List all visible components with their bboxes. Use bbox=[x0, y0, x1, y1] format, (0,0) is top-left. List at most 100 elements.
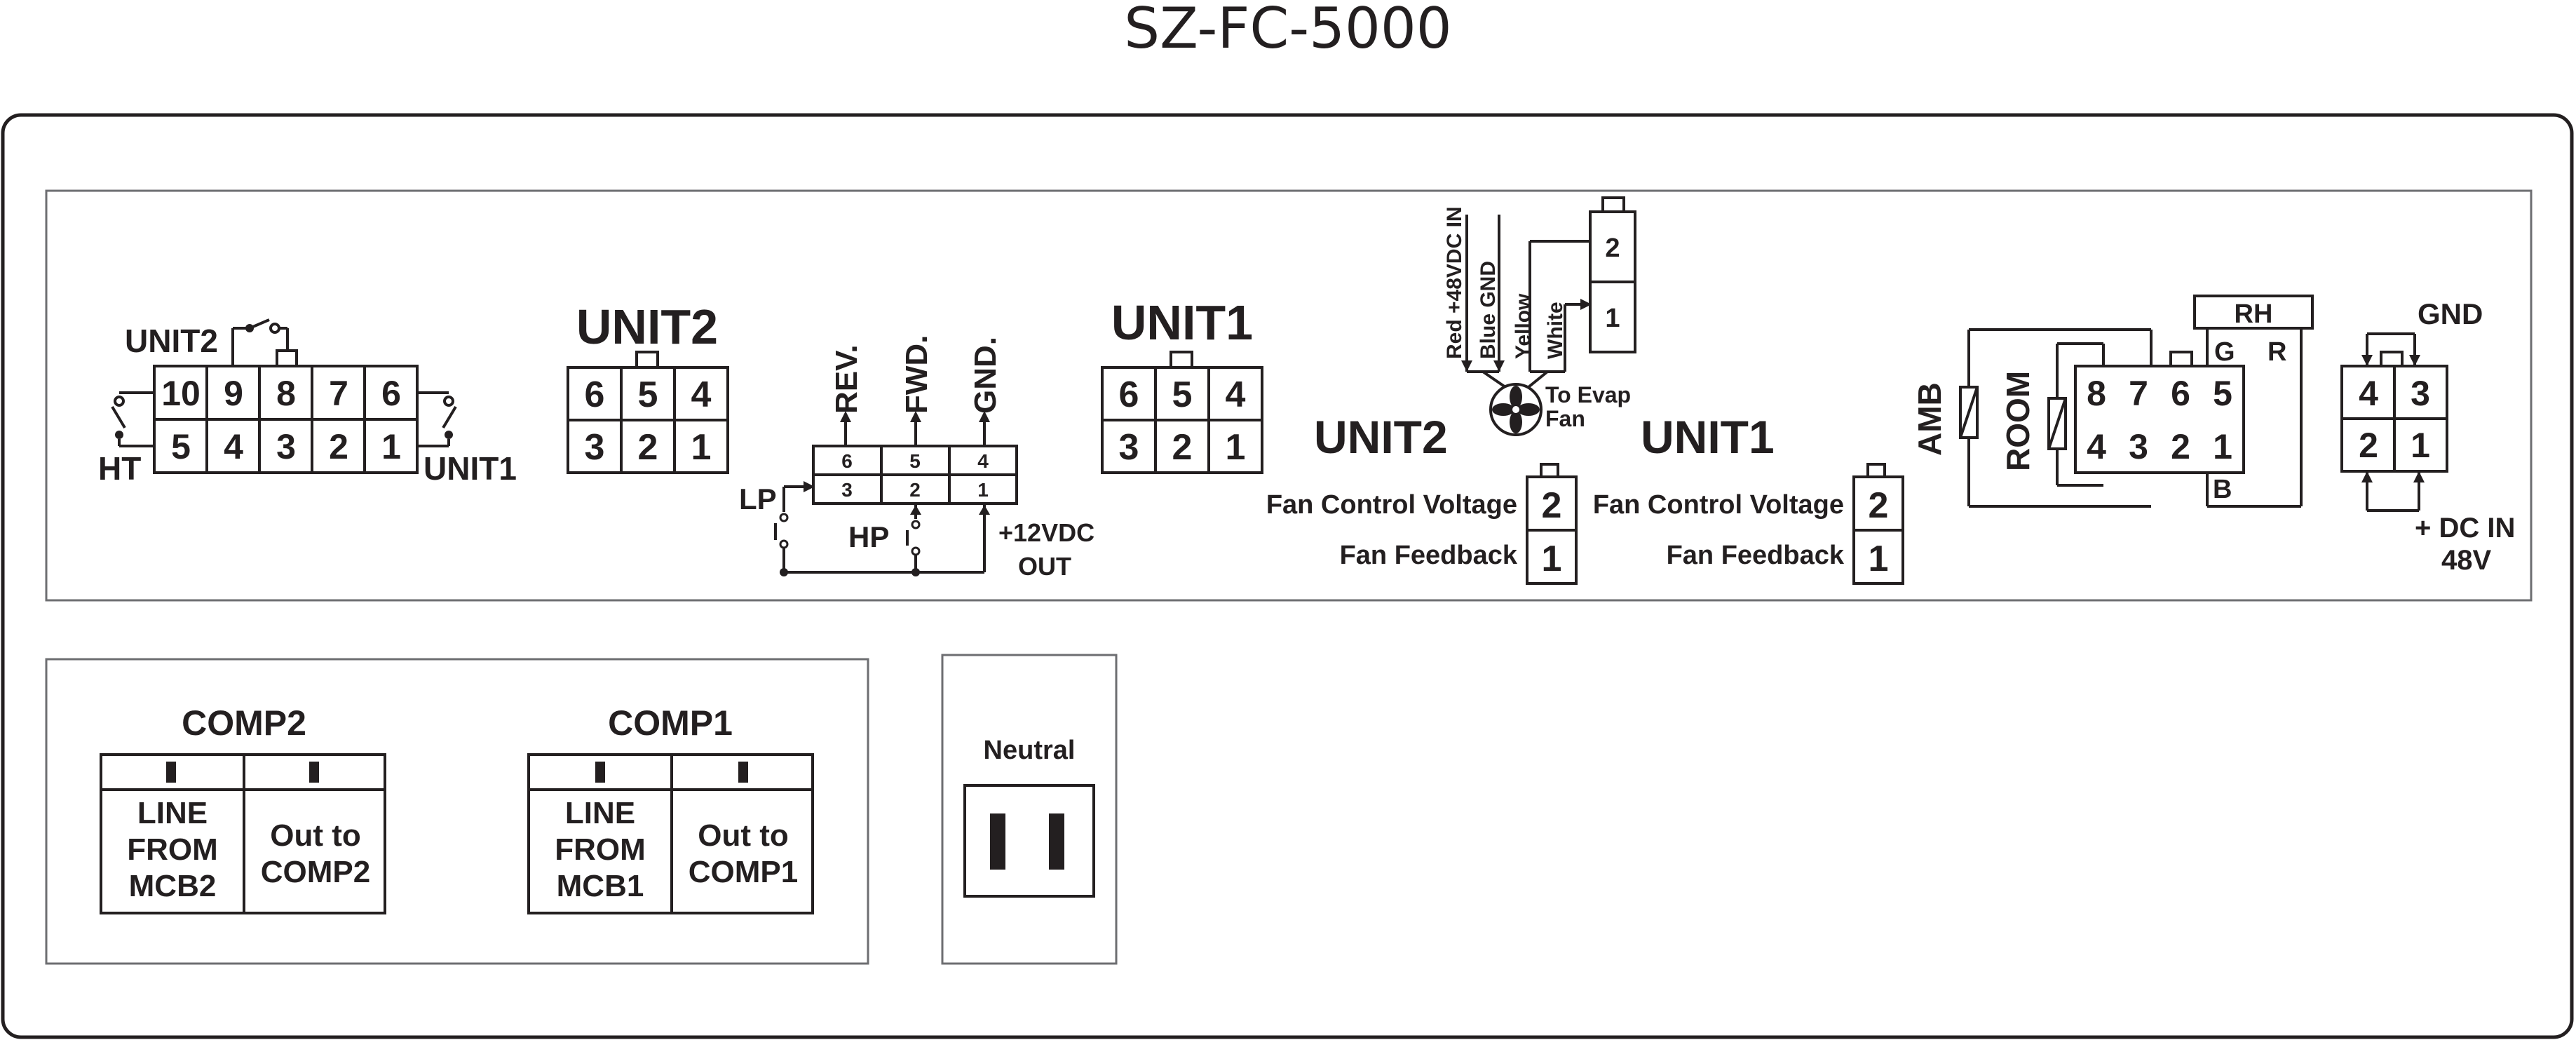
neutral-terminal bbox=[963, 784, 1095, 898]
evap-fan-connector: Red +48VDC IN Blue GND Yellow White To E… bbox=[1443, 196, 1636, 436]
unit1-fan-pin: 2 bbox=[1869, 485, 1889, 526]
unit1-6pin-pin: 1 bbox=[1226, 427, 1246, 468]
dc-in-label: + DC IN bbox=[2415, 513, 2515, 543]
comp1-terminal: COMP1 LINE FROM MCB1 Out to COMP1 bbox=[527, 703, 814, 914]
unit2-6pin-pin: 5 bbox=[638, 374, 658, 415]
c10-pin: 1 bbox=[381, 427, 401, 466]
unit1-6pin-pin: 5 bbox=[1172, 374, 1193, 415]
fwd-label: FWD. bbox=[900, 335, 934, 414]
comp2-terminal: COMP2 LINE FROM MCB2 Out to COMP2 bbox=[100, 703, 386, 914]
unit2-6pin-pin: 6 bbox=[585, 374, 605, 415]
sensor-pin: 3 bbox=[2129, 427, 2148, 466]
unit1-6pin-connector: UNIT1 6 5 4 3 2 1 bbox=[1101, 295, 1263, 474]
b-label: B bbox=[2213, 475, 2232, 504]
unit2-fan-connector: UNIT2 2 1 Fan Control Voltage Fan Feedba… bbox=[1266, 411, 1578, 585]
sensor-pin: 7 bbox=[2129, 374, 2148, 413]
sensor-pin: 8 bbox=[2087, 374, 2106, 413]
wire-yellow-label: Yellow bbox=[1512, 293, 1535, 359]
comp2-out-text: Out to bbox=[270, 818, 361, 853]
c10-pin: 10 bbox=[161, 374, 201, 413]
power-connector: GND 4 3 2 1 + DC IN 48V bbox=[2340, 297, 2515, 576]
c10-pin: 9 bbox=[224, 374, 243, 413]
power-pin: 3 bbox=[2411, 374, 2430, 413]
comp1-out-text: Out to bbox=[698, 818, 789, 853]
unit1-6pin-pin: 4 bbox=[1226, 374, 1246, 415]
fan-label-1: To Evap bbox=[1545, 382, 1631, 407]
c10-pin: 6 bbox=[381, 374, 401, 413]
unit2-6pin-title: UNIT2 bbox=[576, 299, 718, 354]
unit2-6pin-pin: 3 bbox=[585, 427, 605, 468]
wire-white-label: White bbox=[1544, 302, 1567, 359]
c10-pin: 3 bbox=[276, 427, 296, 466]
room-label: ROOM bbox=[2000, 371, 2036, 471]
c10-pin: 2 bbox=[329, 427, 348, 466]
unit1-6pin-pin: 2 bbox=[1172, 427, 1193, 468]
lp-label: LP bbox=[739, 482, 777, 515]
out-12v-label: +12VDC bbox=[998, 518, 1094, 547]
sensor-pin: 6 bbox=[2171, 374, 2190, 413]
unit1-fan-title: UNIT1 bbox=[1641, 411, 1775, 463]
sensor-pin: 5 bbox=[2213, 374, 2232, 413]
power-pin: 4 bbox=[2359, 374, 2378, 413]
c10-pin: 8 bbox=[276, 374, 296, 413]
unit1-6pin-pin: 6 bbox=[1119, 374, 1139, 415]
sensor-pin: 4 bbox=[2087, 427, 2106, 466]
sensor-pin: 2 bbox=[2171, 427, 2190, 466]
comp1-line-text: MCB1 bbox=[557, 869, 644, 903]
rh-label: RH bbox=[2235, 299, 2273, 329]
evap-pin: 1 bbox=[1605, 304, 1620, 333]
hp-label: HP bbox=[848, 520, 889, 553]
c10-unit1-label: UNIT1 bbox=[423, 450, 517, 487]
unit2-6pin-connector: UNIT2 6 5 4 3 2 1 bbox=[567, 299, 729, 474]
unit2-fan-control-label: Fan Control Voltage bbox=[1266, 490, 1517, 520]
pressure-pin: 1 bbox=[977, 479, 989, 501]
c10-pin: 7 bbox=[329, 374, 348, 413]
gnd-label: GND. bbox=[968, 337, 1003, 414]
unit2-fan-feedback-label: Fan Feedback bbox=[1340, 541, 1518, 570]
pressure-pin: 6 bbox=[841, 450, 853, 472]
comp2-out-text: COMP2 bbox=[261, 855, 370, 889]
pressure-connector: REV. FWD. GND. 6 5 4 3 2 1 LP HP bbox=[739, 335, 1094, 581]
pressure-pin: 4 bbox=[977, 450, 989, 472]
unit1-6pin-pin: 3 bbox=[1119, 427, 1139, 468]
unit2-6pin-pin: 1 bbox=[691, 427, 712, 468]
dc-48v-label: 48V bbox=[2441, 545, 2491, 576]
evap-pin: 2 bbox=[1605, 234, 1620, 263]
comp1-out-text: COMP1 bbox=[689, 855, 798, 889]
unit2-6pin-pin: 2 bbox=[638, 427, 658, 468]
connector-10pin: UNIT2 10 9 8 7 6 5 4 3 2 1 HT bbox=[98, 318, 517, 487]
c10-pin: 5 bbox=[171, 427, 191, 466]
comp2-line-text: FROM bbox=[127, 832, 218, 867]
comp2-line-text: MCB2 bbox=[129, 869, 217, 903]
pressure-pin: 3 bbox=[841, 479, 853, 501]
amb-label: AMB bbox=[1911, 382, 1948, 456]
wire-blue-label: Blue GND bbox=[1477, 261, 1500, 359]
g-label: G bbox=[2214, 337, 2235, 367]
unit2-fan-pin: 2 bbox=[1542, 485, 1562, 526]
comp1-line-text: LINE bbox=[565, 796, 635, 830]
sensor-connector: AMB ROOM RH G R B 8 7 6 5 4 3 2 bbox=[1911, 295, 2314, 508]
power-pin: 2 bbox=[2359, 426, 2378, 465]
neutral-title: Neutral bbox=[984, 736, 1076, 765]
pressure-pin: 5 bbox=[909, 450, 921, 472]
unit2-fan-title: UNIT2 bbox=[1314, 411, 1448, 463]
pressure-pin: 2 bbox=[909, 479, 921, 501]
power-gnd-label: GND bbox=[2418, 297, 2483, 330]
wire-red-label: Red +48VDC IN bbox=[1443, 206, 1466, 359]
r-label: R bbox=[2267, 337, 2286, 367]
fan-label-2: Fan bbox=[1545, 406, 1585, 431]
diagram-title: SZ-FC-5000 bbox=[1124, 0, 1451, 61]
power-pin: 1 bbox=[2411, 426, 2430, 465]
comp2-line-text: LINE bbox=[137, 796, 208, 830]
unit1-fan-control-label: Fan Control Voltage bbox=[1593, 490, 1844, 520]
comp2-title: COMP2 bbox=[182, 703, 306, 743]
unit2-6pin-pin: 4 bbox=[691, 374, 712, 415]
unit2-fan-pin: 1 bbox=[1542, 539, 1562, 579]
c10-ht-label: HT bbox=[98, 450, 141, 487]
unit1-6pin-title: UNIT1 bbox=[1111, 295, 1253, 350]
unit1-fan-pin: 1 bbox=[1869, 539, 1889, 579]
unit1-fan-feedback-label: Fan Feedback bbox=[1667, 541, 1845, 570]
rev-label: REV. bbox=[829, 344, 864, 414]
sensor-pin: 1 bbox=[2213, 427, 2232, 466]
